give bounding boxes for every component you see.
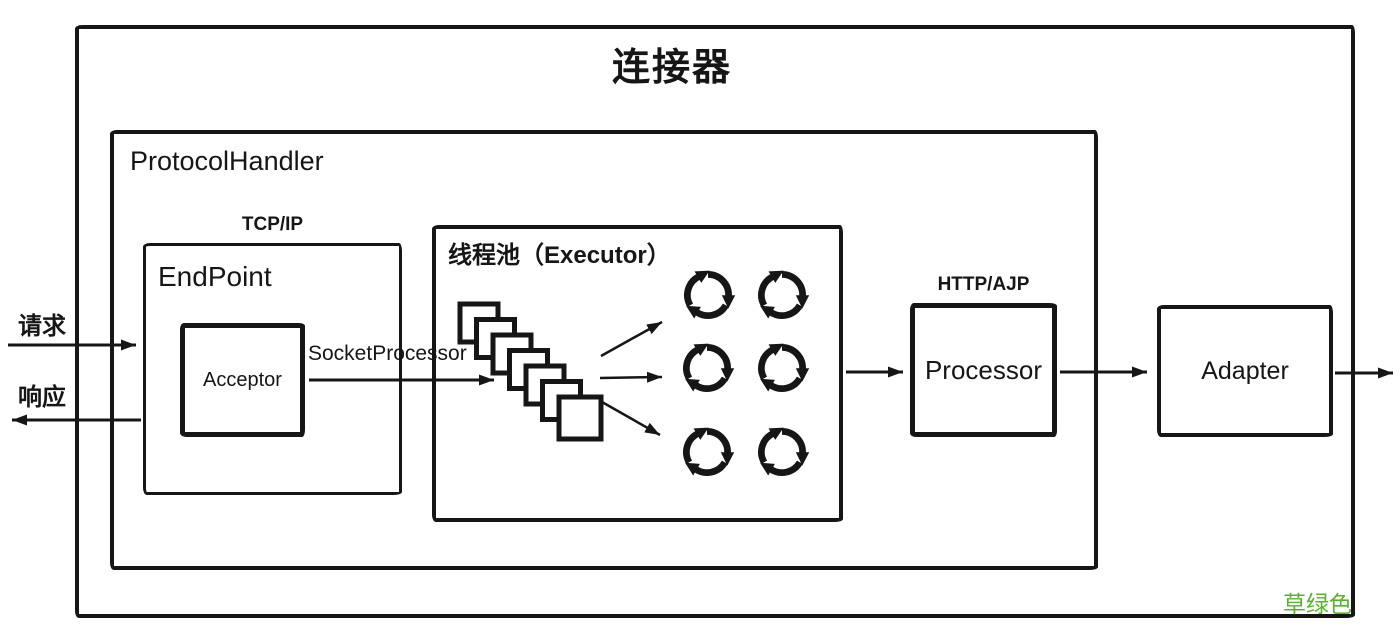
circular-arrows-icon [749,419,815,485]
circular-arrows-icon [674,335,740,401]
color-note-label: 草绿色 [1283,591,1352,617]
acceptor-label: Acceptor [203,368,282,391]
stacked-squares-queue-icon [457,301,604,442]
circular-arrows-icon [675,262,741,328]
adapter-box: Adapter [1157,305,1333,437]
processor-box: Processor [910,303,1057,437]
protocol-handler-box [110,130,1098,570]
request-label: 请求 [18,313,66,340]
circular-arrows-icon [674,419,740,485]
page-title: 连接器 [611,47,732,89]
endpoint-label: EndPoint [158,261,272,292]
tcpip-label: TCP/IP [241,214,304,235]
socket-processor-label: SocketProcessor [308,342,467,365]
response-label: 响应 [18,384,66,411]
executor-box [432,225,843,522]
acceptor-box: Acceptor [180,323,305,437]
protocol-handler-label: ProtocolHandler [130,146,324,176]
circular-arrows-icon [749,262,815,328]
executor-label: 线程池（Executor） [448,242,671,269]
circular-arrows-icon [749,335,815,401]
endpoint-box [143,243,402,495]
httpajp-label: HTTP/AJP [937,274,1030,295]
adapter-label: Adapter [1201,356,1289,385]
processor-label: Processor [924,354,1043,385]
connector-box [75,25,1355,618]
